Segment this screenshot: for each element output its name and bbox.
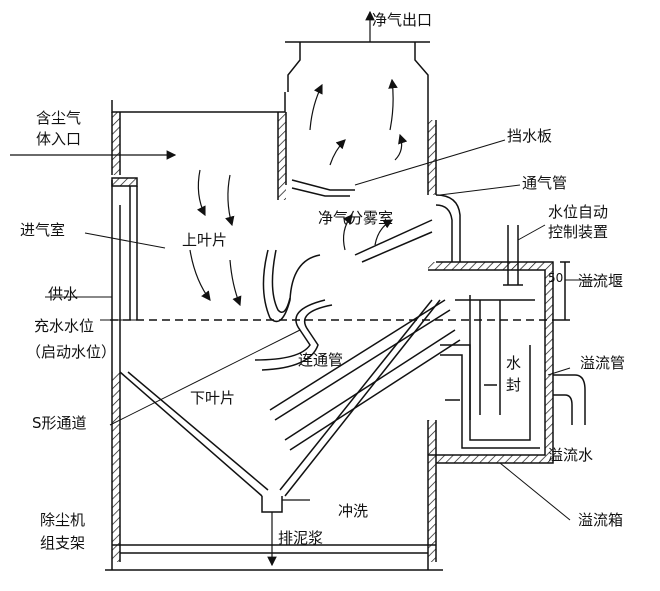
label-water-seal-line2: 封 <box>506 376 522 394</box>
label-overflow-water: 溢流水 <box>548 446 594 464</box>
label-dimension-50: 50 <box>548 271 564 285</box>
outlet-right-wall <box>414 42 429 120</box>
overflow-tank <box>428 269 546 456</box>
label-s-channel: S形通道 <box>32 414 87 432</box>
label-water-seal-line1: 水 <box>506 354 522 372</box>
label-sludge-discharge: 排泥浆 <box>278 529 324 547</box>
label-clean-gas-outlet: 净气出口 <box>372 11 433 29</box>
label-start-level: （启动水位） <box>26 343 117 361</box>
label-water-supply: 供水 <box>48 285 79 303</box>
hopper-left <box>119 371 263 497</box>
label-lower-blade: 下叶片 <box>190 389 236 407</box>
label-support-line1: 除尘机 <box>40 511 86 529</box>
label-level-control-line2: 控制装置 <box>548 223 609 241</box>
label-water-baffle: 挡水板 <box>507 127 553 145</box>
label-inlet-chamber: 进气室 <box>20 221 66 239</box>
label-fill-level: 充水水位 <box>34 317 95 335</box>
top-left-wall <box>111 92 286 113</box>
label-vent-pipe: 通气管 <box>522 174 568 192</box>
label-flush: 冲洗 <box>338 502 369 520</box>
label-clean-gas-mist-chamber: 净气分雾室 <box>318 209 394 227</box>
label-level-control-line1: 水位自动 <box>548 203 609 221</box>
label-dusty-gas-inlet-line2: 体入口 <box>36 130 82 148</box>
label-dusty-gas-inlet-line1: 含尘气 <box>36 109 82 127</box>
label-overflow-tank: 溢流箱 <box>578 511 624 529</box>
label-overflow-pipe: 溢流管 <box>580 354 626 372</box>
label-connecting-pipe: 连通管 <box>298 351 344 369</box>
outlet-left-wall <box>287 42 301 92</box>
label-overflow-weir: 溢流堰 <box>578 272 624 290</box>
label-upper-blade: 上叶片 <box>182 231 228 249</box>
label-support-line2: 组支架 <box>40 534 86 552</box>
